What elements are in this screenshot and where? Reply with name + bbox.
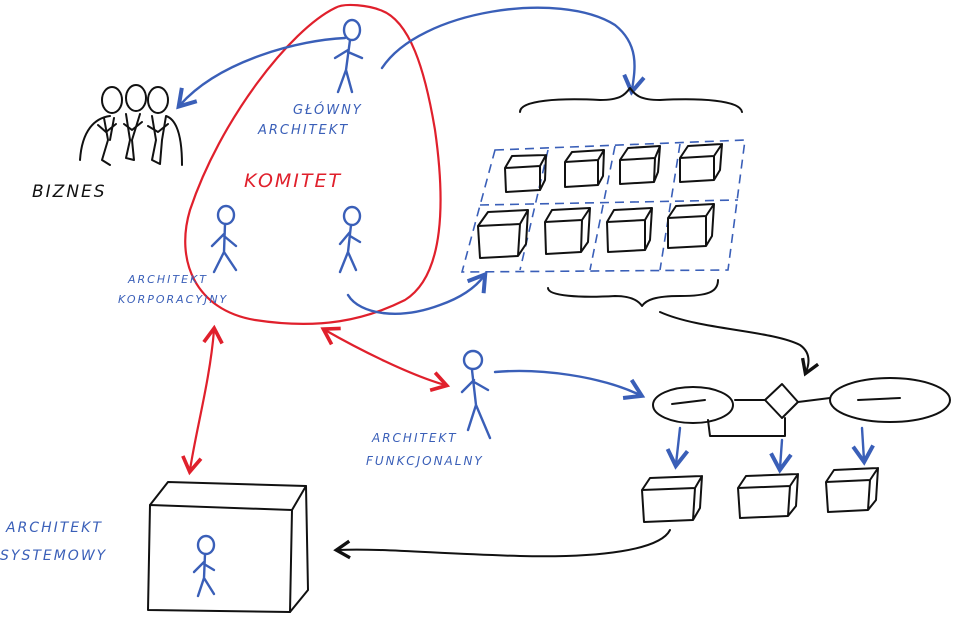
arrow-process-to-system bbox=[333, 529, 671, 560]
arrow-portfolio-to-process bbox=[659, 311, 820, 377]
chief-architect-figure-icon bbox=[333, 18, 364, 94]
arrow-committee-to-portfolio bbox=[380, 6, 646, 96]
chief-architect-label-line1: GŁÓWNY bbox=[293, 102, 363, 118]
business-group-icon bbox=[79, 84, 183, 166]
system-architect-figure-icon bbox=[192, 534, 216, 598]
portfolio-brace bbox=[519, 87, 743, 307]
chief-architect-label-line2: ARCHITEKT bbox=[257, 123, 349, 138]
functional-architect-label-line2: FUNKCJONALNY bbox=[366, 454, 484, 468]
committee-member-figure-icon bbox=[338, 205, 362, 274]
functional-architect-label-line1: ARCHITEKT bbox=[371, 431, 458, 445]
process-diagram bbox=[652, 377, 951, 437]
komitet-label: KOMITET bbox=[244, 170, 342, 192]
process-output-boxes bbox=[641, 467, 879, 523]
functional-architect-figure-icon bbox=[460, 349, 492, 440]
system-architect-label-line1: ARCHITEKT bbox=[5, 520, 103, 536]
enterprise-architect-label-line1: ARCHITEKT bbox=[127, 273, 208, 286]
arrow-functional-to-process bbox=[493, 369, 646, 401]
arrow-committee-to-boxes bbox=[346, 271, 488, 315]
red-arrow-committee-system bbox=[181, 324, 224, 476]
biznes-label: BIZNES bbox=[32, 182, 107, 202]
enterprise-architect-figure-icon bbox=[210, 204, 238, 274]
process-down-arrows bbox=[665, 426, 875, 474]
komitet-loop bbox=[184, 3, 442, 325]
arrow-chief-to-business bbox=[176, 36, 347, 110]
enterprise-architect-label-line2: KORPORACYJNY bbox=[118, 293, 228, 306]
portfolio-grid-frame bbox=[460, 139, 746, 273]
portfolio-boxes bbox=[477, 143, 723, 259]
red-arrow-committee-functional bbox=[320, 326, 451, 393]
system-box bbox=[147, 481, 309, 613]
system-architect-label-line2: SYSTEMOWY bbox=[0, 548, 107, 564]
